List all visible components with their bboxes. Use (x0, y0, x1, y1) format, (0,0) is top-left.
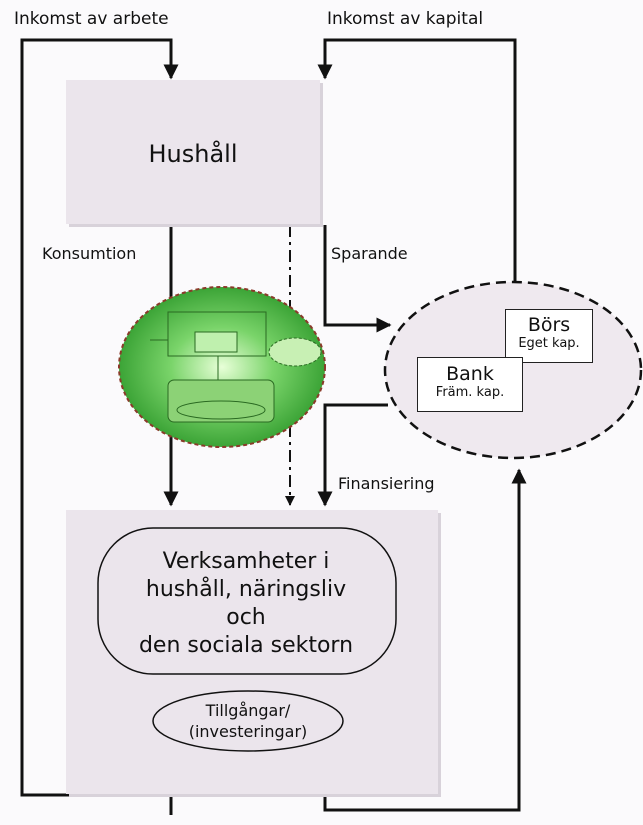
bank-box: Bank Främ. kap. (417, 357, 523, 412)
income-labor-label: Inkomst av arbete (14, 9, 169, 29)
bank-title: Bank (446, 363, 494, 385)
verksamheter-line-1: Verksamheter i (162, 549, 330, 574)
verksamheter-line-4: den sociala sektorn (138, 633, 354, 658)
saving-label: Sparande (331, 244, 408, 263)
assets-text: Tillgångar/ (investeringar) (154, 700, 342, 742)
bors-title: Börs (527, 314, 571, 336)
financing-label: Finansiering (338, 474, 435, 493)
bors-box: Börs Eget kap. (505, 309, 593, 363)
assets-line-2: (investeringar) (188, 722, 308, 741)
income-capital-label: Inkomst av kapital (327, 9, 484, 29)
verksamheter-text: Verksamheter i hushåll, näringsliv och d… (106, 548, 386, 660)
financing-line (317, 403, 388, 507)
hushall-title: Hushåll (148, 140, 238, 168)
assets-line-1: Tillgångar/ (205, 701, 291, 720)
bors-subtitle: Eget kap. (518, 336, 580, 351)
income-labor-line (20, 38, 179, 815)
green-network-illustration (118, 286, 326, 448)
saving-line (323, 225, 392, 333)
income-capital-top-line (317, 38, 517, 282)
income-capital-line (323, 468, 527, 812)
bank-subtitle: Främ. kap. (435, 385, 505, 400)
consumption-label: Konsumtion (42, 244, 137, 263)
verksamheter-line-3: och (226, 605, 266, 630)
verksamheter-line-2: hushåll, näringsliv (145, 577, 347, 602)
hushall-box (66, 80, 320, 224)
